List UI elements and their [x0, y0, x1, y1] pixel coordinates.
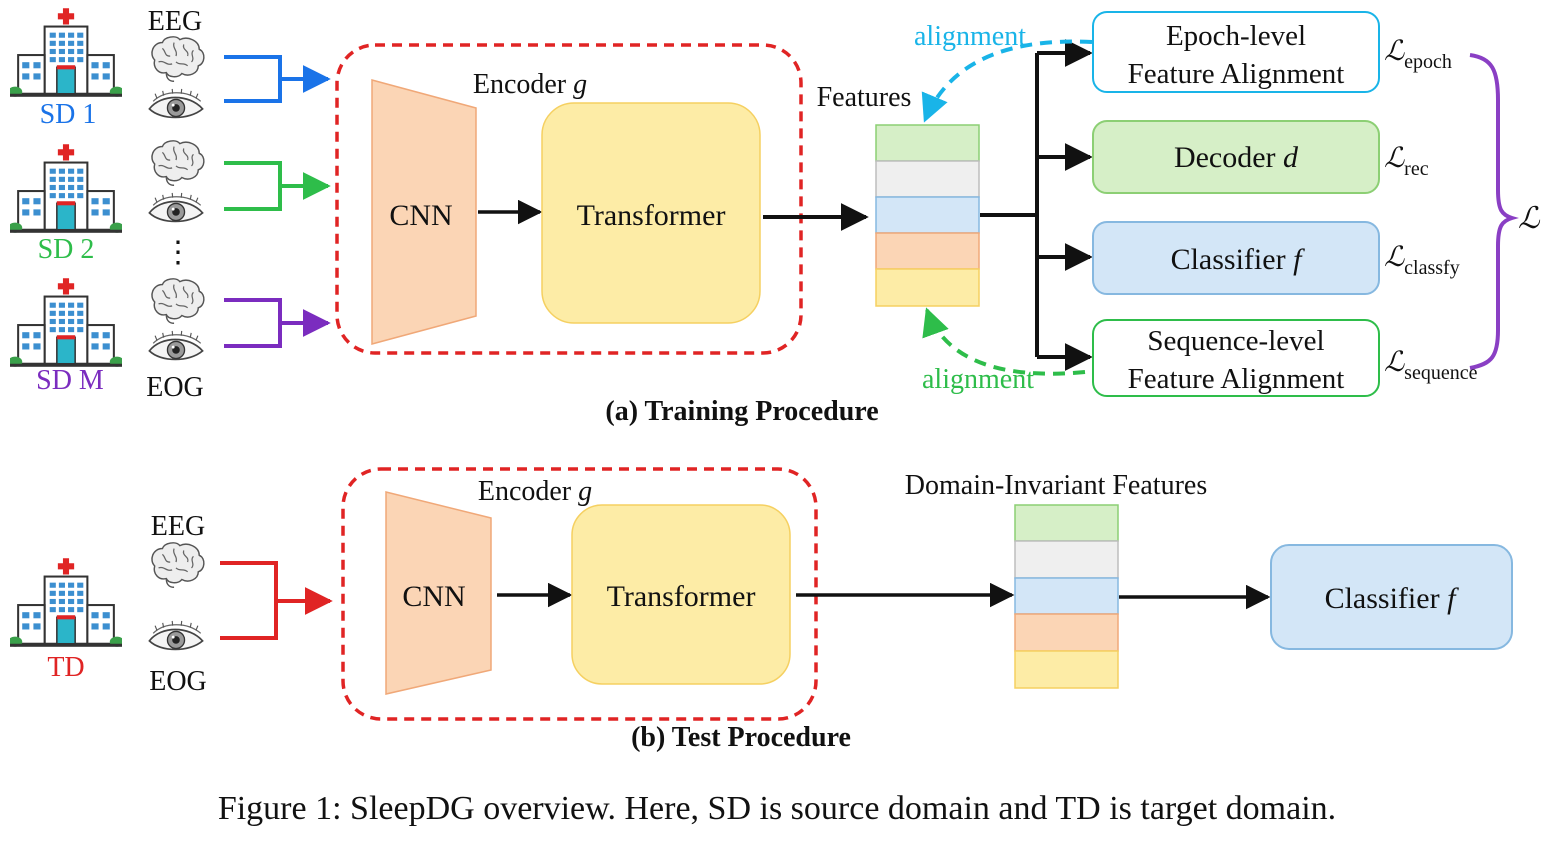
epoch-alignment-arrow: [921, 39, 1093, 123]
eye-icon: [148, 620, 204, 651]
sdm-input-connector: [224, 298, 331, 348]
loss-rec: ℒrec: [1384, 143, 1429, 180]
alignment-label-top: alignment: [914, 21, 1026, 52]
test-cnn-block: [385, 491, 492, 695]
test-transformer-label: Transformer: [607, 580, 756, 613]
test-features-label: Domain-Invariant Features: [905, 470, 1207, 501]
test-classifier-box: [1270, 544, 1513, 650]
eye-icon: [148, 88, 204, 119]
epoch-alignment-line2: Feature Alignment: [1128, 58, 1345, 90]
training-title: (a) Training Procedure: [605, 396, 878, 427]
test-features-stack: [1014, 504, 1119, 689]
sd2-input-connector: [224, 161, 331, 211]
domain-label-sd2: SD 2: [38, 234, 95, 265]
eeg-label: EEG: [148, 6, 202, 37]
sequence-alignment-line2: Feature Alignment: [1128, 363, 1345, 395]
td-input-connector: [220, 561, 333, 640]
test-cnn-label: CNN: [402, 580, 465, 613]
test-transformer-block: [571, 504, 791, 685]
decoder-label: Decoder d: [1174, 141, 1299, 174]
encoder-label: Encoder g: [473, 69, 587, 100]
classifier-label: Classifier f: [1171, 243, 1305, 276]
brain-icon: [151, 542, 205, 589]
classifier-box: [1092, 221, 1380, 295]
encoder-box: [335, 43, 803, 355]
transformer-label: Transformer: [577, 199, 726, 232]
brain-icon: [151, 140, 205, 187]
hospital-icon: [10, 7, 122, 98]
sequence-alignment-arrow: [922, 307, 1086, 376]
sequence-alignment-box: [1092, 319, 1380, 397]
total-loss-brace: [1469, 53, 1519, 370]
hospital-icon: [10, 557, 122, 648]
test-encoder-label: Encoder g: [478, 476, 592, 507]
domain-label-sd1: SD 1: [40, 99, 97, 130]
decoder-box: [1092, 120, 1380, 194]
eog-label: EOG: [146, 372, 204, 403]
cnn-label: CNN: [389, 199, 452, 232]
domain-label-sdm: SD M: [36, 365, 104, 396]
test-classifier-label: Classifier f: [1325, 582, 1459, 615]
figure-caption: Figure 1: SleepDG overview. Here, SD is …: [217, 790, 1337, 827]
hospital-icon: [10, 277, 122, 368]
test-encoder-box: [341, 467, 818, 721]
eye-icon: [148, 192, 204, 223]
brain-icon: [151, 36, 205, 83]
ellipsis: ⋮: [163, 236, 193, 269]
loss-sequence: ℒsequence: [1384, 347, 1478, 384]
loss-total: ℒ: [1518, 202, 1541, 235]
epoch-alignment-line1: Epoch-level: [1166, 20, 1306, 52]
sd1-input-connector: [224, 55, 331, 103]
brain-icon: [151, 278, 205, 325]
features-label: Features: [817, 82, 912, 113]
features-fanout-connector: [980, 39, 1093, 371]
test-eog-label: EOG: [149, 666, 207, 697]
epoch-alignment-box: [1092, 11, 1380, 93]
eye-icon: [148, 330, 204, 361]
hospital-icon: [10, 143, 122, 234]
domain-label-td: TD: [47, 652, 84, 683]
transformer-block: [541, 102, 761, 324]
sleepdg-diagram: SD 1 SD 2 SD M EEG ⋮ EOG Encoder g CNN T…: [10, 6, 1541, 753]
loss-classfy: ℒclassfy: [1384, 242, 1460, 279]
sequence-alignment-line1: Sequence-level: [1147, 325, 1324, 357]
cnn-block: [371, 79, 477, 345]
test-title: (b) Test Procedure: [631, 722, 851, 753]
alignment-label-bottom: alignment: [922, 364, 1034, 395]
features-stack: [875, 124, 980, 307]
test-eeg-label: EEG: [151, 511, 205, 542]
loss-epoch: ℒepoch: [1384, 36, 1452, 73]
